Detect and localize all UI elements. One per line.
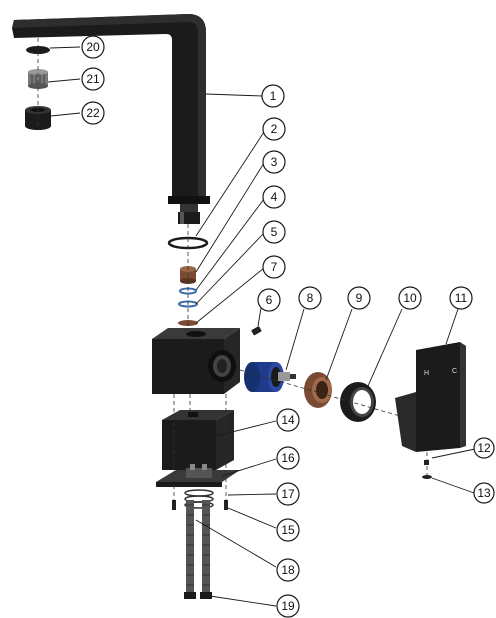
svg-text:22: 22 <box>86 106 100 120</box>
aerator-insert-21-part <box>28 69 48 89</box>
handle-lever-11-part: H C <box>395 342 466 452</box>
grub-screw-6-part <box>251 326 262 336</box>
spout-part <box>12 14 210 224</box>
washer-20-part <box>26 46 50 54</box>
callout-20: 20 <box>81 35 105 59</box>
grub-screw-12-part <box>424 460 429 465</box>
svg-text:17: 17 <box>281 487 295 501</box>
callout-6: 6 <box>257 288 281 312</box>
svg-text:5: 5 <box>271 225 278 239</box>
cartridge-8-part <box>244 362 296 392</box>
callout-11: 11 <box>449 286 473 310</box>
svg-text:15: 15 <box>281 523 295 537</box>
nuts-19-part <box>184 592 212 599</box>
svg-text:14: 14 <box>281 413 295 427</box>
svg-text:1: 1 <box>270 89 277 103</box>
svg-text:18: 18 <box>281 563 295 577</box>
svg-text:6: 6 <box>266 293 273 307</box>
callout-21: 21 <box>81 67 105 91</box>
svg-text:13: 13 <box>477 486 491 500</box>
callout-2: 2 <box>262 117 286 141</box>
callout-16: 16 <box>276 446 300 470</box>
callout-8: 8 <box>298 286 322 310</box>
hot-mark: H <box>424 370 429 377</box>
callout-15: 15 <box>276 518 300 542</box>
callout-3: 3 <box>262 150 286 174</box>
cover-ring-10-part <box>340 382 376 422</box>
svg-text:12: 12 <box>477 441 491 455</box>
svg-text:10: 10 <box>403 291 417 305</box>
callout-14: 14 <box>276 408 300 432</box>
leader-lines <box>47 46 476 607</box>
svg-text:3: 3 <box>271 155 278 169</box>
main-body-block-part <box>152 328 240 394</box>
svg-text:2: 2 <box>271 122 278 136</box>
callout-4: 4 <box>262 185 286 209</box>
callout-22: 22 <box>81 101 105 125</box>
plug-cap-13-part <box>422 475 432 479</box>
brass-nut-9-part <box>304 372 332 408</box>
svg-text:9: 9 <box>356 291 363 305</box>
callout-9: 9 <box>347 286 371 310</box>
callout-13: 13 <box>473 482 495 504</box>
cold-mark: C <box>452 368 457 375</box>
callout-7: 7 <box>262 255 286 279</box>
callout-18: 18 <box>276 558 300 582</box>
mounting-plate-16-part <box>156 464 240 487</box>
threaded-rods-18-part <box>186 500 210 594</box>
svg-text:4: 4 <box>271 190 278 204</box>
callout-19: 19 <box>276 594 300 618</box>
svg-text:11: 11 <box>455 291 468 305</box>
screws-15-part <box>172 500 228 510</box>
callout-12: 12 <box>473 437 495 459</box>
svg-text:19: 19 <box>281 599 295 613</box>
svg-text:16: 16 <box>281 451 295 465</box>
washers-17-part <box>184 489 214 509</box>
callout-10: 10 <box>398 286 422 310</box>
assembly-axes <box>37 38 428 500</box>
lower-body-block-14-part <box>162 410 234 470</box>
svg-text:8: 8 <box>307 291 314 305</box>
callout-1: 1 <box>261 84 285 108</box>
callout-17: 17 <box>276 482 300 506</box>
svg-text:7: 7 <box>271 260 278 274</box>
svg-text:20: 20 <box>86 40 100 54</box>
callout-5: 5 <box>262 220 286 244</box>
svg-text:21: 21 <box>86 72 100 86</box>
